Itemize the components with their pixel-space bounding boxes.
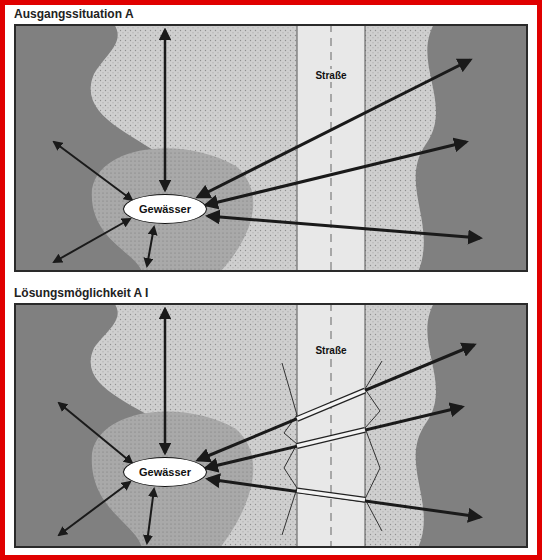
road-label-holder: Straße bbox=[297, 345, 365, 356]
road-band: Straße bbox=[297, 305, 365, 546]
panel-heading: Ausgangssituation A bbox=[14, 7, 134, 21]
map-illustration bbox=[14, 24, 528, 272]
map-panel: Ausgangssituation AGewässerStraße bbox=[14, 24, 528, 272]
road-label-holder: Straße bbox=[297, 70, 365, 81]
water-ellipse: Gewässer bbox=[123, 194, 207, 224]
road-label: Straße bbox=[313, 344, 348, 357]
water-ellipse: Gewässer bbox=[123, 457, 207, 487]
road-label: Straße bbox=[313, 69, 348, 82]
water-label: Gewässer bbox=[139, 466, 191, 478]
map-illustration bbox=[14, 303, 528, 548]
water-label: Gewässer bbox=[139, 203, 191, 215]
road-band: Straße bbox=[297, 26, 365, 270]
map-panel: Lösungsmöglichkeit A IGewässerStraße bbox=[14, 303, 528, 548]
panel-heading: Lösungsmöglichkeit A I bbox=[14, 286, 148, 300]
